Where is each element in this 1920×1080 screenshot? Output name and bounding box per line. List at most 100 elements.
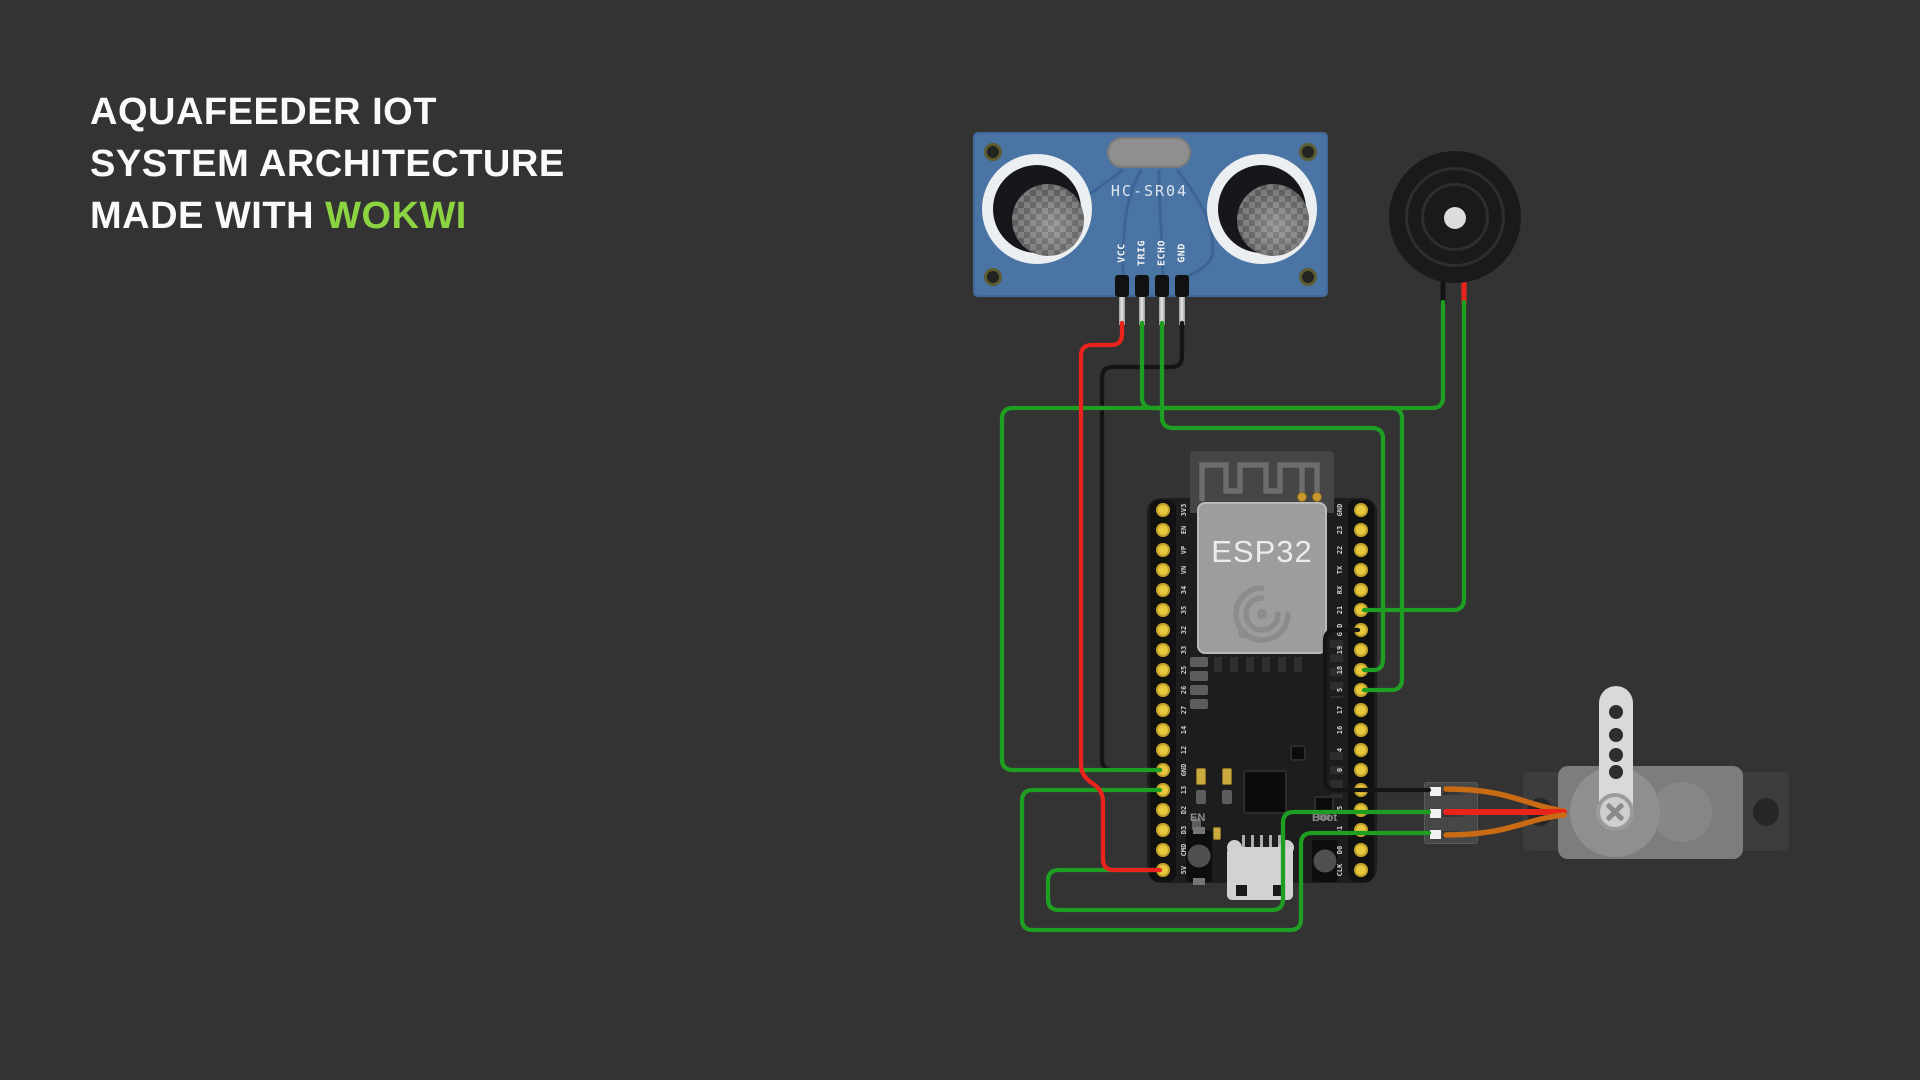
wire-echo-to-gpio18[interactable] bbox=[1159, 320, 1386, 673]
esp32-pin-right-RX[interactable] bbox=[1354, 583, 1368, 597]
esp32-pin-left-D2[interactable] bbox=[1156, 803, 1170, 817]
ultrasonic-transducer-left bbox=[982, 154, 1092, 264]
ultrasonic-transducer-right bbox=[1207, 154, 1317, 264]
smd-component bbox=[1190, 671, 1208, 681]
smd-component bbox=[1192, 818, 1201, 832]
esp32-pin-right-17[interactable] bbox=[1354, 703, 1368, 717]
esp32-pin-label-right-CLK: CLK bbox=[1336, 863, 1344, 877]
esp32-mcu-chip bbox=[1243, 770, 1287, 814]
esp32-pin-left-VP[interactable] bbox=[1156, 543, 1170, 557]
esp32-pin-right-4[interactable] bbox=[1354, 743, 1368, 757]
esp32-pin-right-TX[interactable] bbox=[1354, 563, 1368, 577]
esp32-pin-label-left-5V: 5V bbox=[1180, 865, 1188, 875]
hcsr04-pin-leg-VCC bbox=[1119, 295, 1125, 325]
hcsr04-pin-VCC[interactable] bbox=[1115, 275, 1129, 297]
button-tab bbox=[1193, 827, 1205, 834]
servo-connector-pin-gnd[interactable] bbox=[1430, 787, 1441, 796]
title-line-3: MADE WITH WOKWI bbox=[90, 190, 565, 242]
esp32-pin-label-left-34: 34 bbox=[1180, 585, 1188, 595]
esp32-pin-left-VN[interactable] bbox=[1156, 563, 1170, 577]
hcsr04-pin-ECHO[interactable] bbox=[1155, 275, 1169, 297]
servo-connector-pin-sig[interactable] bbox=[1430, 830, 1441, 839]
esp32-pin-label-left-3V3: 3V3 bbox=[1180, 503, 1188, 517]
smd-component bbox=[1190, 699, 1208, 709]
esp32-pin-label-left-12: 12 bbox=[1180, 745, 1188, 755]
piezo-buzzer[interactable] bbox=[1389, 151, 1521, 283]
transducer-ring bbox=[1218, 165, 1309, 256]
esp32-pin-right-GND[interactable] bbox=[1354, 503, 1368, 517]
esp32-pin-left-3V3[interactable] bbox=[1156, 503, 1170, 517]
esp32-pin-left-CMD[interactable] bbox=[1156, 843, 1170, 857]
hcsr04-label: HC-SR04 bbox=[1110, 182, 1189, 200]
esp32-pin-right-D0[interactable] bbox=[1354, 843, 1368, 857]
arm-hole bbox=[1609, 705, 1623, 719]
esp32-pin-right-18[interactable] bbox=[1354, 663, 1368, 677]
wire-buzzer-pos-to-gpio21[interactable] bbox=[1361, 299, 1467, 613]
screw-hole bbox=[1299, 143, 1317, 161]
esp32-pin-right-22[interactable] bbox=[1354, 543, 1368, 557]
esp32-pin-left-GND[interactable] bbox=[1156, 763, 1170, 777]
wire-trig-to-gpio5[interactable] bbox=[1139, 320, 1405, 693]
esp32-pin-left-27[interactable] bbox=[1156, 703, 1170, 717]
wire-buzzer-neg-to-esp32-gnd[interactable] bbox=[999, 299, 1446, 773]
servo-secondary-gear bbox=[1652, 782, 1712, 842]
wire-servo-v-to-5v[interactable] bbox=[1045, 809, 1432, 913]
hcsr04-pin-leg-ECHO bbox=[1159, 295, 1165, 325]
esp32-pin-label-left-13: 13 bbox=[1180, 785, 1188, 795]
esp32-pin-right-CLK[interactable] bbox=[1354, 863, 1368, 877]
esp32-pin-left-34[interactable] bbox=[1156, 583, 1170, 597]
button-cap bbox=[1313, 849, 1337, 873]
esp32-pin-label-right-17: 17 bbox=[1336, 705, 1344, 715]
esp32-pin-right-19[interactable] bbox=[1354, 643, 1368, 657]
esp32-pin-right-0[interactable] bbox=[1354, 763, 1368, 777]
chip-tab bbox=[1318, 812, 1330, 820]
esp32-label: ESP32 bbox=[1211, 534, 1313, 569]
esp32-pin-right-21[interactable] bbox=[1354, 603, 1368, 617]
esp32-pin-left-EN[interactable] bbox=[1156, 523, 1170, 537]
esp32-pin-right-5[interactable] bbox=[1354, 683, 1368, 697]
servo-cable-orange-bottom bbox=[1443, 812, 1567, 838]
esp32-pin-label-left-26: 26 bbox=[1180, 685, 1188, 695]
boot-button[interactable] bbox=[1312, 840, 1338, 882]
esp32-pin-label-left-VP: VP bbox=[1180, 545, 1188, 555]
esp32-pin-label-right-D0: D0 bbox=[1336, 845, 1344, 855]
hcsr04-pin-GND[interactable] bbox=[1175, 275, 1189, 297]
smd-component bbox=[1196, 790, 1206, 804]
esp32-pin-left-25[interactable] bbox=[1156, 663, 1170, 677]
wire-hcsr04-gnd-to-esp32-gnd[interactable] bbox=[1099, 320, 1185, 773]
esp32-pin-label-right-18: 18 bbox=[1336, 665, 1344, 675]
esp32-pin-left-12[interactable] bbox=[1156, 743, 1170, 757]
hcsr04-pin-TRIG[interactable] bbox=[1135, 275, 1149, 297]
esp32-pin-right-GND[interactable] bbox=[1354, 623, 1368, 637]
buzzer-ring bbox=[1421, 183, 1489, 251]
esp32-pin-right-23[interactable] bbox=[1354, 523, 1368, 537]
title-line-1: AQUAFEEDER IOT bbox=[90, 91, 437, 133]
esp32-pin-left-32[interactable] bbox=[1156, 623, 1170, 637]
side-pads bbox=[1330, 640, 1343, 698]
hcsr04-pin-label-VCC: VCC bbox=[1116, 243, 1128, 263]
boot-button-label: Boot bbox=[1312, 812, 1338, 824]
esp32-pin-left-D3[interactable] bbox=[1156, 823, 1170, 837]
servo-connector-pin-v[interactable] bbox=[1430, 809, 1441, 818]
esp32-pin-left-33[interactable] bbox=[1156, 643, 1170, 657]
wire-hcsr04-vcc-to-5v[interactable] bbox=[1078, 320, 1163, 873]
usb-notch bbox=[1273, 885, 1284, 896]
smd-component bbox=[1222, 790, 1232, 804]
buzzer-center-hole bbox=[1444, 207, 1466, 229]
esp32-metal-shield: ESP32 bbox=[1197, 502, 1327, 654]
button-tab bbox=[1193, 878, 1205, 885]
esp32-pin-left-14[interactable] bbox=[1156, 723, 1170, 737]
esp32-pin-right-16[interactable] bbox=[1354, 723, 1368, 737]
esp32-pin-left-5V[interactable] bbox=[1156, 863, 1170, 877]
wire-servo-gnd-to-esp32-gnd[interactable] bbox=[1322, 627, 1432, 793]
esp32-pin-left-13[interactable] bbox=[1156, 783, 1170, 797]
smd-component bbox=[1190, 685, 1208, 695]
en-button[interactable] bbox=[1186, 827, 1212, 885]
esp32-pin-left-26[interactable] bbox=[1156, 683, 1170, 697]
arm-hole bbox=[1609, 728, 1623, 742]
arm-hole bbox=[1609, 765, 1623, 779]
wire-servo-sig-to-gpio13[interactable] bbox=[1019, 787, 1432, 933]
esp32-pin-left-35[interactable] bbox=[1156, 603, 1170, 617]
